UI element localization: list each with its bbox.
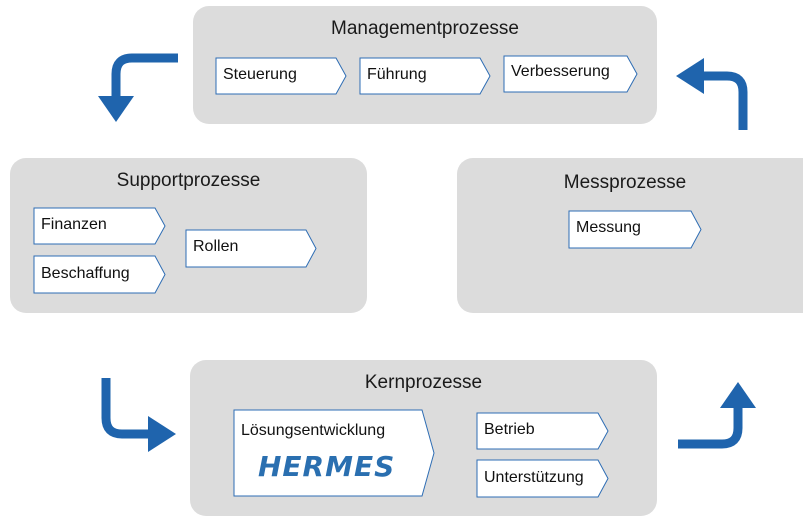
- support-title: Supportprozesse: [116, 170, 261, 191]
- chevron-label: Finanzen: [41, 216, 107, 233]
- chevron-label: Verbesserung: [511, 63, 610, 80]
- chevron-fuehrung: Führung: [359, 57, 491, 95]
- chevron-finanzen: Finanzen: [33, 207, 166, 245]
- chevron-label: Unterstützung: [484, 469, 584, 486]
- chevron-label: Steuerung: [223, 66, 297, 83]
- chevron-messung: Messung: [568, 210, 702, 249]
- chevron-label: Führung: [367, 66, 427, 83]
- chevron-verbesserung: Verbesserung: [503, 55, 638, 93]
- chevron-steuerung: Steuerung: [215, 57, 347, 95]
- chevron-loesungsentwicklung: Lösungsentwicklung HERMES: [233, 409, 435, 497]
- chevron-label: Beschaffung: [41, 265, 130, 282]
- chevron-label: Lösungsentwicklung: [241, 422, 386, 439]
- management-title: Managementprozesse: [331, 18, 519, 39]
- chevron-label: Messung: [576, 219, 641, 236]
- chevron-unterstuetzung: Unterstützung: [476, 459, 609, 498]
- core-title: Kernprozesse: [364, 372, 483, 393]
- hermes-logo: HERMES: [258, 450, 396, 483]
- measure-title: Messprozesse: [563, 172, 687, 193]
- chevron-betrieb: Betrieb: [476, 412, 609, 450]
- chevron-rollen: Rollen: [185, 229, 317, 268]
- chevron-beschaffung: Beschaffung: [33, 255, 166, 294]
- chevron-label: Rollen: [193, 238, 239, 255]
- chevron-label: Betrieb: [484, 421, 535, 438]
